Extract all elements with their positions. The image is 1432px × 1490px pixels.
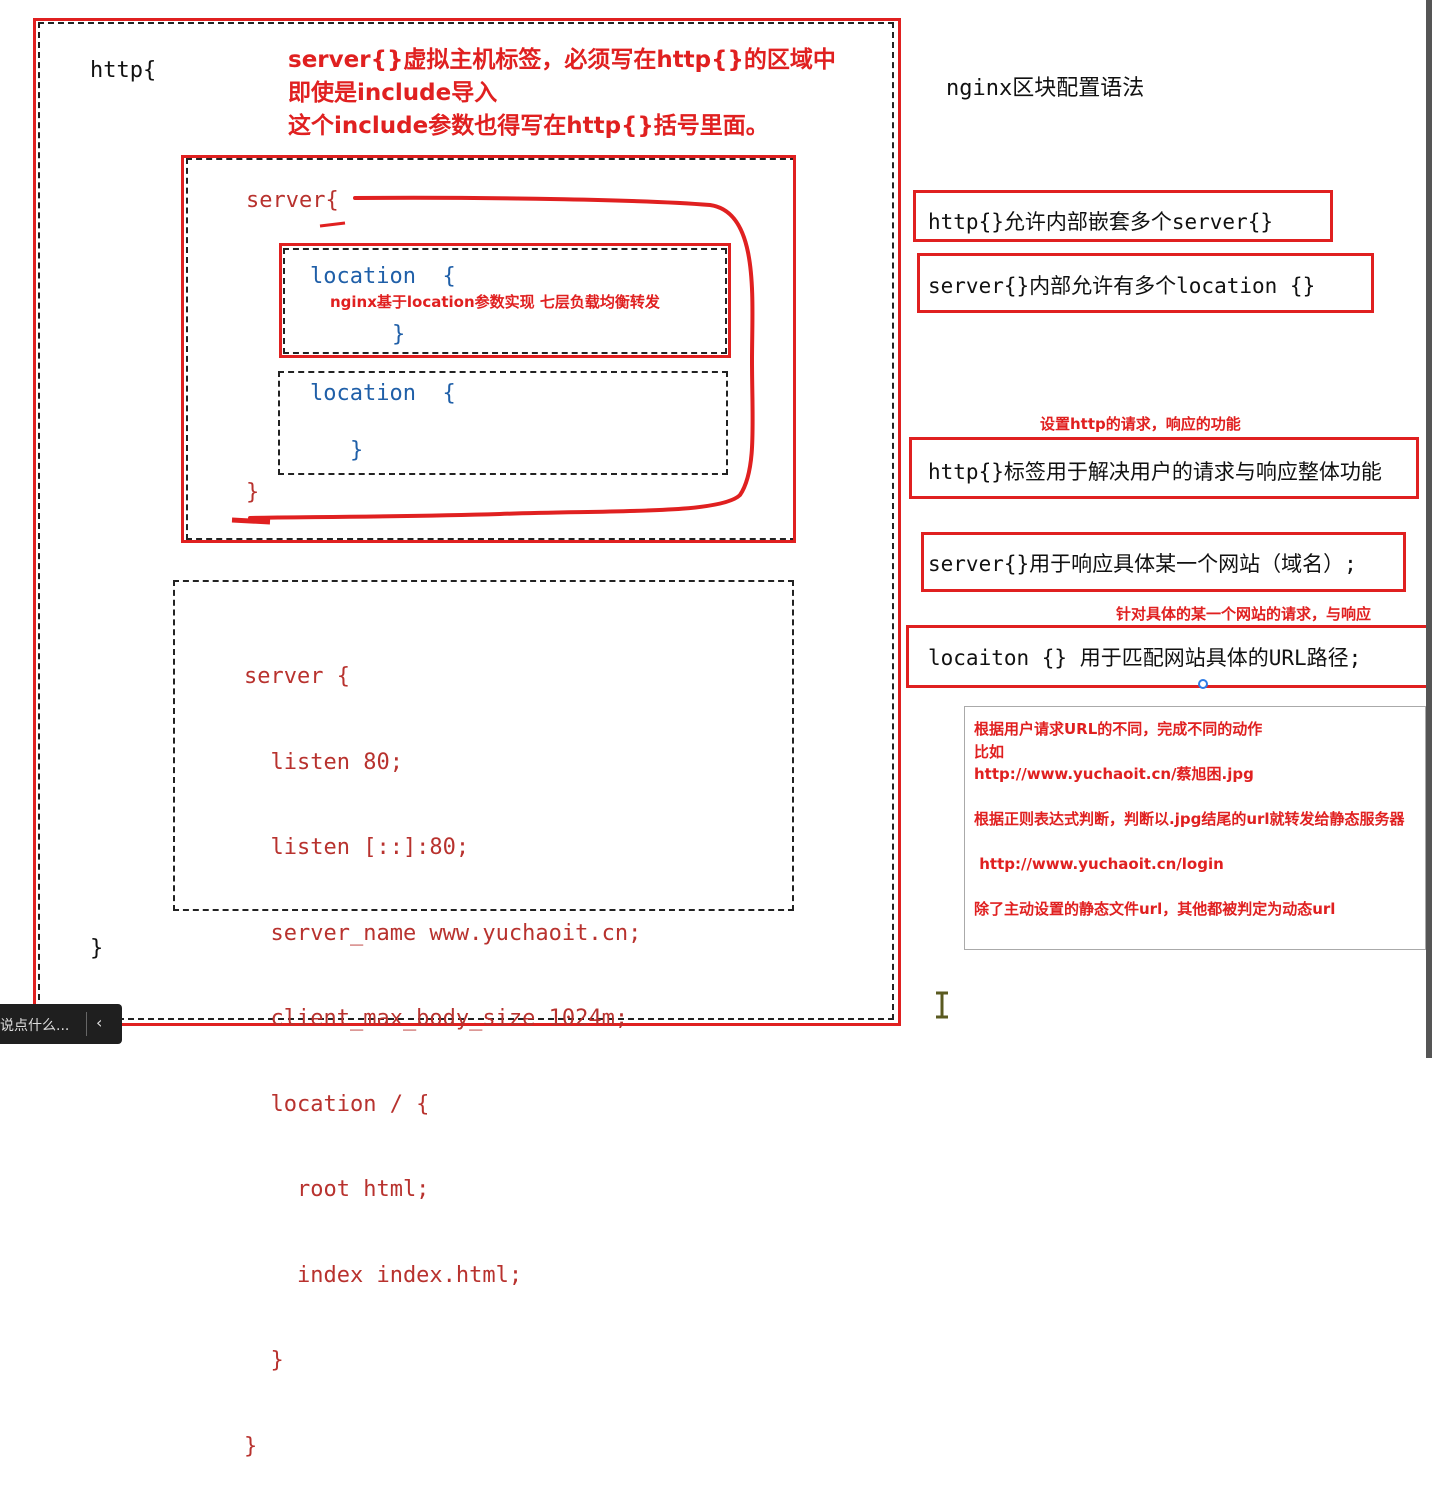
url-notes: 根据用户请求URL的不同，完成不同的动作 比如 http://www.yucha… xyxy=(974,718,1426,921)
code-line: root html; xyxy=(244,1177,430,1202)
location2-open-label: location { xyxy=(310,381,456,406)
bar-divider xyxy=(86,1012,87,1036)
include-note-line: 即使是include导入 xyxy=(288,80,498,106)
include-note-line: server{}虚拟主机标签，必须写在http{}的区域中 xyxy=(288,47,836,73)
url-note-line: 比如 xyxy=(974,742,1005,761)
http-block-red-outline xyxy=(33,18,901,1026)
location1-open-label: location { xyxy=(310,264,456,289)
example-code: server { listen 80; listen [::]:80; serv… xyxy=(244,606,641,1490)
location1-note: nginx基于location参数实现 七层负载均衡转发 xyxy=(330,293,660,311)
box-server-purpose xyxy=(921,532,1406,592)
code-line: index index.html; xyxy=(244,1262,523,1288)
url-note-line xyxy=(974,876,1426,899)
box-http-nesting xyxy=(913,190,1333,242)
http-open-label: http{ xyxy=(90,58,157,83)
server-close-label: } xyxy=(246,480,260,505)
box-http-purpose-label: http{}标签用于解决用户的请求与响应整体功能 xyxy=(928,460,1382,484)
note-http-function: 设置http的请求，响应的功能 xyxy=(1040,415,1241,433)
chevron-left-icon[interactable]: ‹ xyxy=(96,1013,103,1032)
box-server-locations xyxy=(917,253,1374,313)
box-http-purpose-text: http{}标签用于解决用户的请求与响应整体功能 xyxy=(928,456,1416,486)
code-line: server { xyxy=(244,664,350,689)
url-note-line: 根据用户请求URL的不同，完成不同的动作 xyxy=(974,720,1263,738)
url-note-line xyxy=(974,786,1426,809)
hand-drawn-loop xyxy=(231,195,755,525)
url-note-line: 根据正则表达式判断，判断以.jpg结尾的url就转发给静态服务器 xyxy=(974,810,1405,828)
location1-dashed xyxy=(283,248,727,354)
code-line: } xyxy=(244,1348,284,1373)
right-title: nginx区块配置语法 xyxy=(946,76,1145,101)
url-note-line: http://www.yuchaoit.cn/蔡旭困.jpg xyxy=(974,765,1254,783)
comment-bar[interactable]: 说点什么... ‹ xyxy=(0,1004,122,1044)
url-notes-box xyxy=(964,706,1426,950)
include-note-line: 这个include参数也得写在http{}括号里面。 xyxy=(288,113,769,139)
resize-handle-icon[interactable] xyxy=(1198,679,1208,689)
code-line: client_max_body_size 1024m; xyxy=(244,1006,629,1031)
box-location-purpose-text: locaiton {} 用于匹配网站具体的URL路径; xyxy=(928,646,1362,670)
server-open-label: server{ xyxy=(246,188,339,213)
server-block-red-outline xyxy=(181,155,796,543)
url-note-line: http://www.yuchaoit.cn/login xyxy=(974,855,1224,873)
example-server-dashed xyxy=(173,580,794,911)
box-http-purpose xyxy=(909,437,1419,499)
text-cursor-icon xyxy=(936,991,948,1019)
note-server-function: 针对具体的某一个网站的请求，与响应 xyxy=(1116,605,1372,623)
code-line: } xyxy=(244,1433,258,1459)
code-line: location / { xyxy=(244,1091,430,1117)
code-line: listen [::]:80; xyxy=(244,835,470,860)
url-note-line xyxy=(974,831,1426,854)
location2-close-label: } xyxy=(350,438,364,463)
box-http-nesting-text: http{}允许内部嵌套多个server{} xyxy=(928,210,1274,234)
box-server-locations-text: server{}内部允许有多个location {} xyxy=(928,274,1316,298)
box-server-purpose-text: server{}用于响应具体某一个网站（域名）; xyxy=(928,552,1357,576)
location2-dashed xyxy=(278,371,728,475)
url-note-line: 除了主动设置的静态文件url，其他都被判定为动态url xyxy=(974,900,1336,918)
comment-placeholder[interactable]: 说点什么... xyxy=(0,1018,70,1034)
http-block-dashed xyxy=(38,22,894,1020)
http-close-label: } xyxy=(90,936,104,961)
underline-mark xyxy=(319,221,346,228)
loop-stroke xyxy=(248,195,755,520)
include-note: server{}虚拟主机标签，必须写在http{}的区域中 即使是include… xyxy=(288,44,836,143)
code-line: listen 80; xyxy=(244,749,403,775)
bottom-mark xyxy=(231,517,271,525)
location1-close-label: } xyxy=(392,322,406,347)
code-line: server_name www.yuchaoit.cn; xyxy=(244,920,642,946)
location1-red-outline xyxy=(279,243,731,358)
window-edge xyxy=(1426,0,1432,1058)
